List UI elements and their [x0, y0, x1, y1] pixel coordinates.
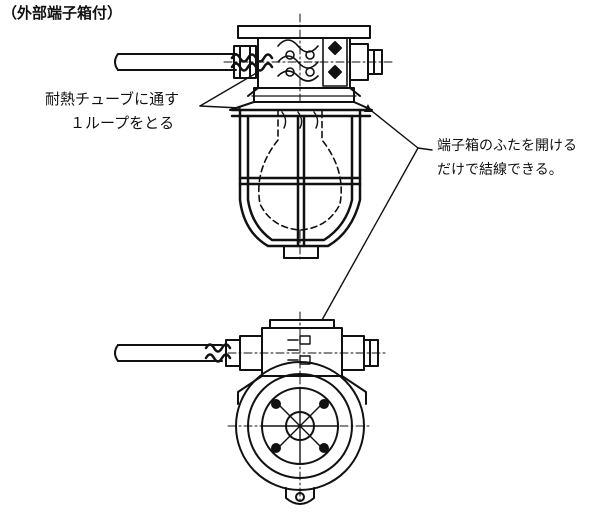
leader-lines	[199, 71, 433, 321]
guard-bottom-cap	[283, 245, 319, 259]
page-title: （外部端子箱付）	[2, 4, 123, 22]
terminal-box-note-line2: だけで結線できる。	[437, 162, 563, 178]
guard-cage	[230, 108, 372, 248]
top-bottom-tab	[285, 487, 315, 505]
heat-tube-coil	[230, 53, 274, 72]
heat-tube-note-line1: 耐熱チューブに通す	[45, 90, 180, 108]
side-collar	[229, 87, 373, 111]
heat-tube-note-line2: １ループをとる	[70, 114, 175, 132]
side-cable	[114, 45, 257, 79]
globe-neck-detail	[281, 111, 319, 129]
terminal-box-note-line1: 端子箱のふたを開ける	[437, 138, 577, 154]
side-view	[114, 13, 395, 263]
top-cable	[114, 344, 223, 362]
top-view	[114, 311, 389, 505]
